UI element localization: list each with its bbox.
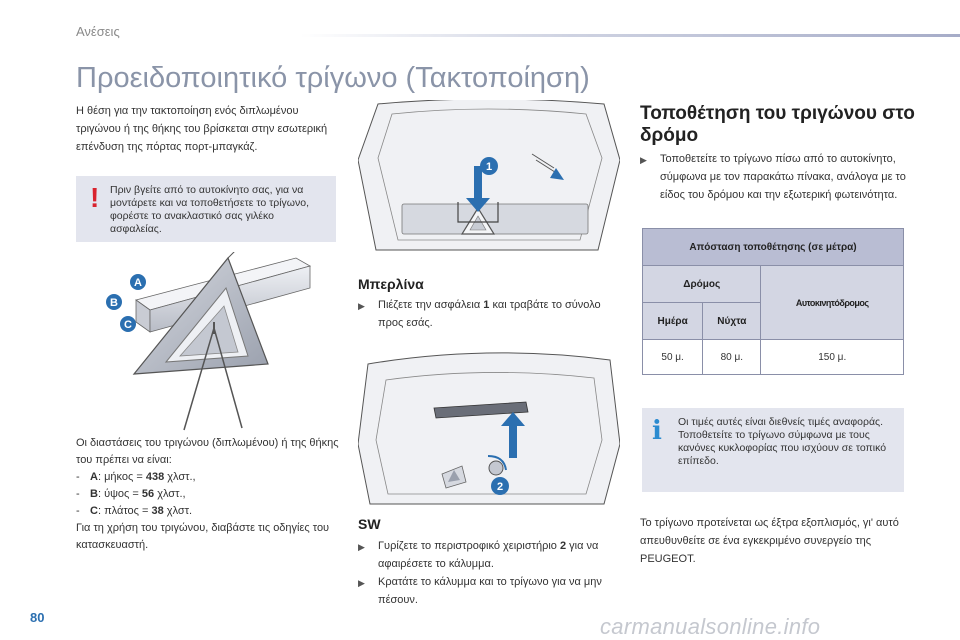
placement-heading: Τοποθέτηση του τριγώνου στο δρόμο <box>640 103 915 146</box>
triangle-illustration: A B C <box>106 252 312 431</box>
accessory-note: Το τρίγωνο προτείνεται ως έξτρα εξοπλισμ… <box>640 517 899 565</box>
table-title: Απόσταση τοποθέτησης (σε μέτρα) <box>642 228 904 266</box>
dimension-key: B <box>90 488 98 500</box>
dimensions-intro: Οι διαστάσεις του τριγώνου (διπλωμένου) … <box>76 437 339 466</box>
info-text: Οι τιμές αυτές είναι διεθνείς τιμές αναφ… <box>678 416 887 467</box>
dimension-key: A <box>90 471 98 483</box>
info-box: i Οι τιμές αυτές είναι διεθνείς τιμές αν… <box>642 408 904 492</box>
callout-1-label: 1 <box>486 161 492 173</box>
callout-a <box>130 274 146 290</box>
table-road-header: Δρόμος <box>641 265 762 303</box>
triangle-right-icon: ▶ <box>358 301 365 311</box>
watermark: carmanualsonline.info <box>600 614 821 639</box>
callout-b <box>106 294 122 310</box>
placement-step: ▶Τοποθετείτε το τρίγωνο πίσω από το αυτο… <box>640 150 910 204</box>
warning-box: ! Πριν βγείτε από το αυτοκίνητο σας, για… <box>76 176 336 242</box>
callout-a-label: A <box>134 277 142 289</box>
callout-c <box>120 316 136 332</box>
header-rule <box>300 34 960 37</box>
callout-c-label: C <box>124 319 132 331</box>
exclamation-icon: ! <box>90 182 100 213</box>
dimensions-outro: Για τη χρήση του τριγώνου, διαβάστε τις … <box>76 522 330 551</box>
section-label: Ανέσεις <box>76 24 120 39</box>
table-day-value: 50 μ. <box>641 339 704 375</box>
table-day-header: Ημέρα <box>641 302 704 340</box>
table-night-value: 80 μ. <box>702 339 762 375</box>
callout-1 <box>480 157 498 175</box>
berlina-heading: Μπερλίνα <box>358 276 424 292</box>
intro-paragraph: Η θέση για την τακτοποίηση ενός διπλωμέν… <box>76 105 328 153</box>
sw-steps: ▶Γυρίζετε το περιστροφικό χειριστήριο 2 … <box>358 537 628 609</box>
warning-text: Πριν βγείτε από το αυτοκίνητο σας, για ν… <box>110 184 309 235</box>
sw-trunk-illustration: 2 <box>358 352 620 505</box>
sw-heading: SW <box>358 516 381 532</box>
table-night-header: Νύχτα <box>702 302 762 340</box>
triangle-right-icon: ▶ <box>640 155 647 165</box>
info-icon: i <box>652 416 662 446</box>
dimensions-block: Οι διαστάσεις του τριγώνου (διπλωμένου) … <box>76 435 346 554</box>
dimension-item: -B: ύψος = 56 χλστ., <box>76 488 186 500</box>
sedan-trunk-illustration: 1 <box>358 100 620 251</box>
distance-table: Απόσταση τοποθέτησης (σε μέτρα) Δρόμος Α… <box>641 228 904 375</box>
triangle-right-icon: ▶ <box>358 542 365 552</box>
triangle-right-icon: ▶ <box>358 578 365 588</box>
berlina-step: ▶Πιέζετε την ασφάλεια 1 και τραβάτε το σ… <box>358 296 620 332</box>
page-number: 80 <box>30 610 45 625</box>
callout-2 <box>491 477 509 495</box>
callout-2-label: 2 <box>497 481 503 493</box>
table-motorway-value: 150 μ. <box>760 339 904 375</box>
page-title: Προειδοποιητικό τρίγωνο (Τακτοποίηση) <box>76 62 590 94</box>
dimension-key: C <box>90 505 98 517</box>
dimension-item: -C: πλάτος = 38 χλστ. <box>76 505 193 517</box>
callout-b-label: B <box>110 297 118 309</box>
table-motorway-header: Αυτοκινητόδρομος <box>760 265 904 340</box>
dimension-item: -A: μήκος = 438 χλστ., <box>76 471 196 483</box>
